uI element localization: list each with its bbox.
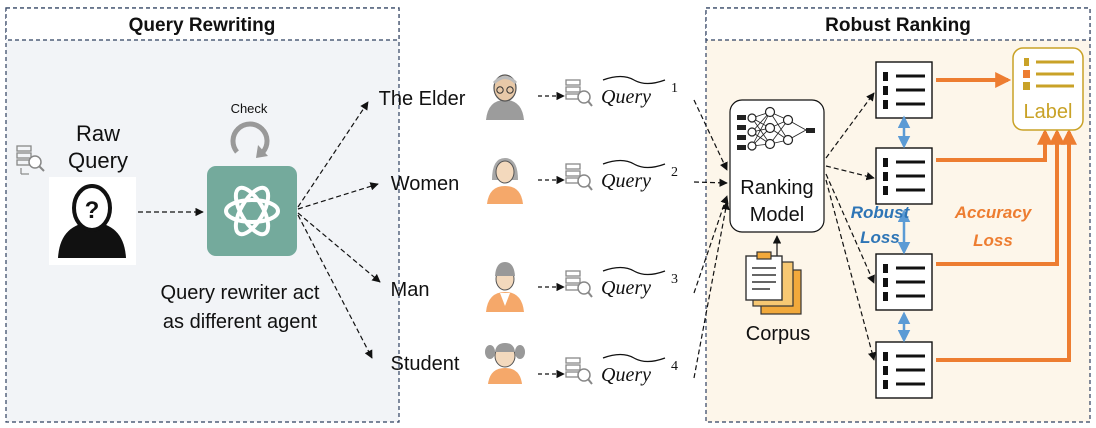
agent-elder-label: The Elder: [379, 88, 466, 110]
agent-man-label: Man: [391, 279, 430, 301]
check-label: Check: [231, 101, 268, 116]
ranked-label-icon: [1023, 58, 1074, 90]
database-search-icon: [565, 357, 593, 385]
rewriter-fanout-arrows: [297, 101, 381, 359]
ranking-model-line2: Model: [750, 204, 804, 226]
queries-to-model-arrows: [693, 99, 730, 379]
rewriter-caption-line1: Query rewriter act: [161, 282, 320, 304]
chatgpt-logo-icon: [207, 166, 297, 256]
ranked-list-icon: [875, 147, 933, 205]
robust-loss-line2: Loss: [860, 228, 900, 247]
model-to-lists-arrows: [825, 92, 877, 361]
accuracy-loss-line1: Accuracy: [954, 203, 1033, 222]
rewritten-query-superscript: 2: [671, 165, 678, 180]
woman-avatar-icon: [487, 158, 523, 204]
rewritten-query-superscript: 3: [671, 272, 678, 287]
rewritten-query-label: Query: [601, 277, 651, 299]
rewritten-query-3: Query 3: [565, 266, 678, 299]
database-search-icon: [565, 79, 593, 107]
accuracy-loss-line2: Loss: [973, 231, 1013, 250]
rewritten-query-label: Query: [601, 364, 651, 386]
database-search-icon: [565, 270, 593, 298]
robust-ranking-title: Robust Ranking: [825, 15, 971, 36]
agent-student-label: Student: [391, 353, 460, 375]
refresh-icon: [230, 121, 270, 158]
corpus-document-icon: [745, 251, 802, 315]
rewritten-query-label: Query: [601, 86, 651, 108]
man-avatar-icon: [486, 262, 524, 312]
student-avatar-icon: [485, 343, 525, 384]
robust-loss-line1: Robust: [851, 203, 911, 222]
ranked-list-icon: [875, 253, 933, 311]
raw-query-label-line2: Query: [68, 148, 128, 173]
accuracy-loss-arrows: [936, 72, 1077, 362]
unknown-user-icon: ?: [49, 177, 136, 265]
agent-women-label: Women: [391, 173, 460, 195]
rewriter-caption-line2: as different agent: [163, 311, 318, 333]
ranked-list-icon: [875, 341, 933, 399]
query-rewriting-title: Query Rewriting: [129, 15, 276, 36]
rewritten-query-1: Query 1: [565, 75, 678, 108]
ranked-list-icon: [875, 61, 933, 119]
ranking-model-box: Ranking Model: [729, 99, 825, 233]
rewritten-query-2: Query 2: [565, 159, 678, 192]
rewritten-query-4: Query 4: [565, 353, 678, 386]
ranking-model-line1: Ranking: [740, 177, 813, 199]
raw-query-label-line1: Raw: [76, 121, 120, 146]
database-search-icon: [16, 145, 45, 175]
svg-text:?: ?: [85, 197, 100, 224]
rewritten-query-superscript: 1: [671, 81, 678, 96]
label-text: Label: [1024, 101, 1073, 123]
database-search-icon: [565, 163, 593, 191]
label-box: Label: [1012, 47, 1084, 131]
rewritten-query-superscript: 4: [671, 359, 678, 374]
rewritten-query-label: Query: [601, 170, 651, 192]
elder-avatar-icon: [480, 72, 530, 122]
corpus-label: Corpus: [746, 323, 810, 345]
